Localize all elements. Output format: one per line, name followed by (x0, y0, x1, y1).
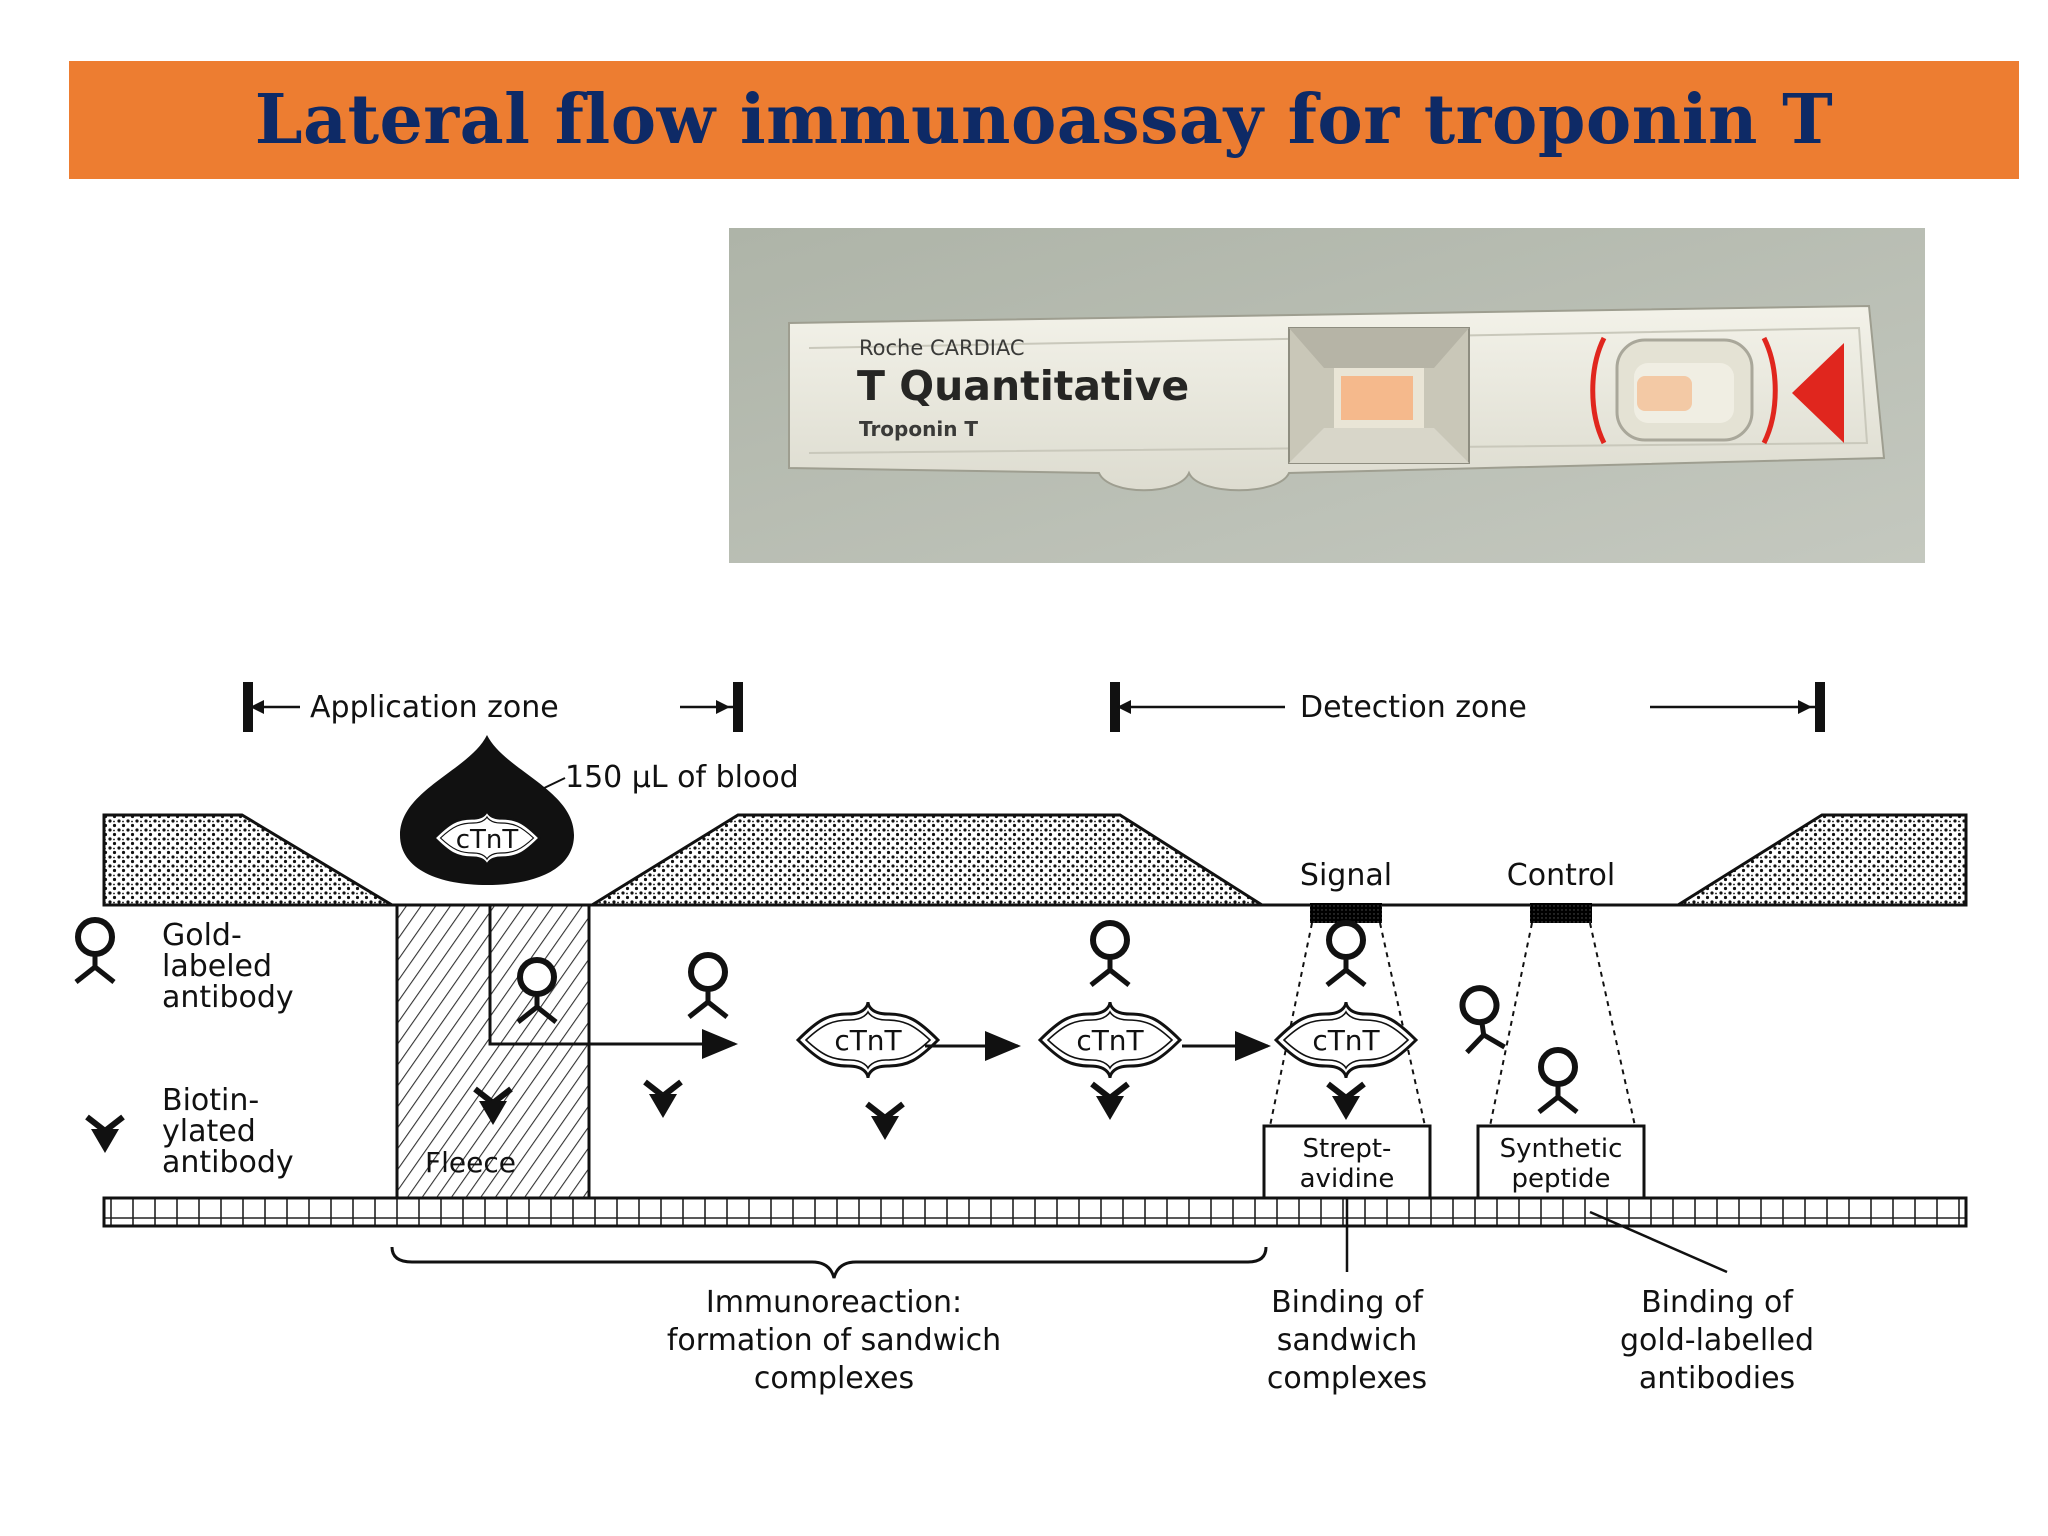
legend-gold-line1: Gold- (162, 918, 242, 953)
legend-biotin-line1: Biotin- (162, 1083, 259, 1118)
immunoreaction-line1: Immunoreaction: (706, 1285, 962, 1320)
control-label: Control (1507, 858, 1615, 893)
ctnt-label-3: cTnT (1312, 1024, 1380, 1057)
fleece (395, 903, 591, 1200)
legend-gold-line3: antibody (162, 980, 294, 1015)
application-zone-label: Application zone (310, 690, 559, 725)
binding-gold-line3: antibodies (1639, 1361, 1795, 1396)
signal-biotin-antibody (1328, 1084, 1364, 1120)
direction-arrow-icon (1792, 343, 1844, 443)
ctnt-biotin-1 (867, 1104, 903, 1140)
immunoreaction-line3: complexes (754, 1361, 914, 1396)
sandwich2-biotin-antibody (1092, 1084, 1128, 1120)
binding-sandwich-line2: sandwich (1277, 1323, 1417, 1358)
assay-diagram: Application zone Detection zone Fleece c… (0, 620, 2048, 1520)
immunoreaction-brace (390, 1246, 1268, 1279)
binding-sandwich-line3: complexes (1267, 1361, 1427, 1396)
signal-gold-antibody (1327, 923, 1365, 985)
binding-sandwich-line1: Binding of (1271, 1285, 1424, 1320)
binding-gold-line1: Binding of (1641, 1285, 1794, 1320)
ctnt-label-2: cTnT (1076, 1024, 1144, 1057)
device-photo: Roche CARDIAC T Quantitative Troponin T (729, 228, 1925, 563)
control-free-gold-antibody (1458, 986, 1504, 1053)
sandwich2-gold-antibody (1091, 923, 1129, 985)
title-banner: Lateral flow immunoassay for troponin T (69, 61, 2019, 179)
synthetic-line1: Synthetic (1500, 1134, 1623, 1164)
legend-gold-line2: labeled (162, 949, 272, 984)
device-subtitle: Troponin T (859, 417, 978, 441)
streptavidine-box (1262, 1124, 1432, 1200)
ctnt-label-1: cTnT (834, 1024, 902, 1057)
flow-arrow-1 (488, 905, 738, 1059)
legend-biotin-antibody-icon (87, 1117, 123, 1153)
free-biotin-antibody (645, 1082, 681, 1118)
signal-label: Signal (1300, 858, 1392, 893)
housing-left (102, 813, 398, 907)
sample-pad (1341, 376, 1413, 420)
control-gold-antibody (1539, 1050, 1577, 1112)
device-brand: Roche CARDIAC (859, 336, 1025, 360)
synthetic-line2: peptide (1512, 1164, 1611, 1194)
control-zone (1530, 903, 1592, 923)
membrane-strip (102, 1196, 1968, 1228)
signal-zone (1310, 903, 1382, 923)
free-gold-antibody (689, 955, 727, 1017)
legend-biotin-line2: ylated (162, 1114, 256, 1149)
device-product: T Quantitative (857, 362, 1189, 410)
reading-window (1590, 336, 1778, 445)
housing-right (1672, 813, 1968, 907)
legend-gold-antibody-icon (76, 920, 114, 982)
page-title: Lateral flow immunoassay for troponin T (254, 80, 1834, 160)
housing-middle (586, 813, 1268, 907)
legend-biotin-line3: antibody (162, 1145, 294, 1180)
blood-volume-label: 150 µL of blood (565, 760, 799, 795)
sample-window (1288, 327, 1470, 464)
streptavidine-line1: Strept- (1303, 1134, 1392, 1164)
detection-zone-label: Detection zone (1300, 690, 1527, 725)
immunoreaction-line2: formation of sandwich (667, 1323, 1001, 1358)
binding-gold-line2: gold-labelled (1620, 1323, 1814, 1358)
streptavidine-line2: avidine (1300, 1164, 1395, 1194)
fleece-label: Fleece (425, 1146, 516, 1179)
blood-ctnt-label: cTnT (456, 825, 519, 855)
synthetic-peptide-box (1476, 1124, 1646, 1200)
